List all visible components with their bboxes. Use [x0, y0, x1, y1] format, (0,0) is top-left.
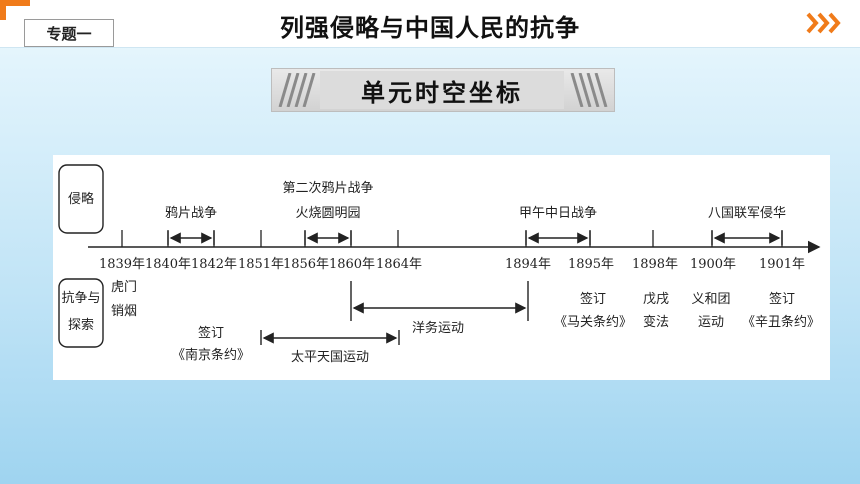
year-label: 1900年 [690, 257, 736, 272]
event-hundred-days-reform: 戊戌 [643, 292, 669, 307]
event-opium-war: 鸦片战争 [165, 205, 217, 221]
year-label: 1839年 [99, 257, 145, 272]
event-second-opium-war: 第二次鸦片战争 [282, 180, 373, 196]
event-humen-opium-line2: 销烟 [111, 304, 137, 319]
year-label: 1856年 [283, 257, 329, 272]
event-boxer-protocol-line2: 《辛丑条约》 [742, 314, 820, 330]
aggression-label-box [58, 164, 104, 234]
year-label: 1851年 [238, 257, 284, 272]
topic-badge: 专题一 [24, 19, 114, 47]
double-chevron-right-icon[interactable] [805, 10, 845, 36]
event-treaty-nanjing-line2: 《南京条约》 [172, 347, 250, 363]
top-event-spans [167, 231, 783, 245]
event-humen-opium: 虎门 [111, 280, 137, 295]
year-label: 1860年 [329, 257, 375, 272]
timeline-panel: 侵略 抗争与 探索 1839年 1840年 1842年 1851年 1856年 … [53, 155, 830, 380]
resistance-label-line1: 抗争与 [61, 291, 100, 306]
section-title: 单元时空坐标 [320, 71, 564, 109]
year-label: 1894年 [505, 257, 551, 272]
stripes-decoration-left [278, 73, 316, 107]
event-taiping: 太平天国运动 [291, 350, 369, 365]
section-banner: 单元时空坐标 [271, 68, 615, 112]
event-treaty-shimonoseki: 签订 [580, 291, 606, 307]
event-boxer-protocol: 签订 [769, 291, 795, 307]
year-label: 1901年 [759, 257, 805, 272]
event-boxer-movement: 义和团 [691, 292, 730, 307]
bottom-event-spans [260, 281, 529, 345]
event-sino-japanese-war: 甲午中日战争 [519, 206, 597, 221]
year-label: 1842年 [191, 257, 237, 272]
event-boxer-movement-line2: 运动 [698, 315, 724, 330]
page-title: 列强侵略与中国人民的抗争 [280, 14, 580, 42]
event-hundred-days-reform-line2: 变法 [643, 314, 669, 330]
aggression-label: 侵略 [68, 191, 94, 207]
event-burning-old-summer-palace: 火烧圆明园 [295, 206, 360, 221]
event-treaty-shimonoseki-line2: 《马关条约》 [554, 314, 632, 330]
accent-corner [0, 0, 30, 6]
year-label: 1898年 [632, 257, 678, 272]
resistance-label-box [58, 278, 104, 348]
timeline-diagram: 侵略 抗争与 探索 1839年 1840年 1842年 1851年 1856年 … [58, 164, 821, 365]
resistance-label-line2: 探索 [68, 318, 94, 333]
stripes-decoration-right [570, 73, 608, 107]
accent-corner-vertical [0, 0, 6, 20]
year-label: 1895年 [568, 257, 614, 272]
year-label: 1864年 [376, 257, 422, 272]
event-eight-nation-alliance: 八国联军侵华 [708, 205, 786, 221]
year-ticks [121, 230, 783, 247]
top-bar [0, 0, 860, 48]
event-treaty-nanjing: 签订 [198, 325, 224, 341]
year-label: 1840年 [145, 257, 191, 272]
event-self-strengthening: 洋务运动 [412, 320, 464, 336]
